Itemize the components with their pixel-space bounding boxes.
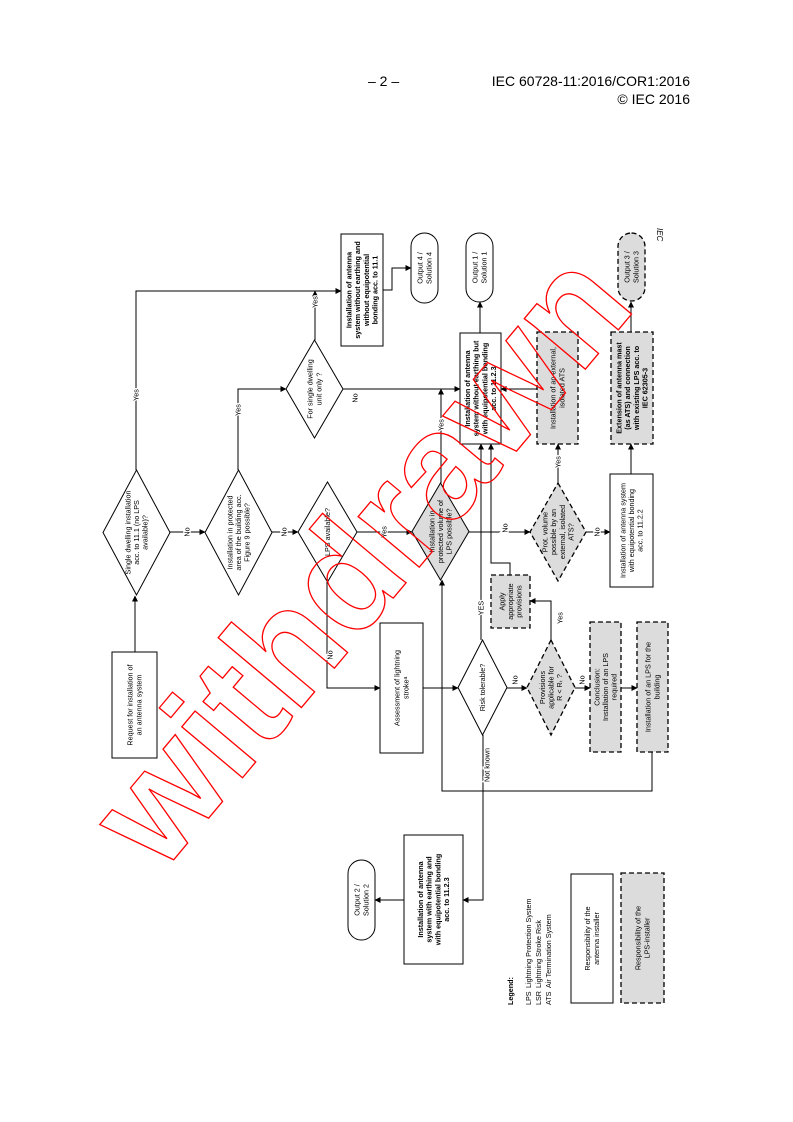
edge-label-yes: Yes bbox=[132, 389, 141, 401]
node-d-risk: Risk tolerable? bbox=[457, 638, 508, 737]
node-conclusion: Conclusion:Installation of an LPSrequire… bbox=[589, 621, 622, 753]
node-d-prot-volume: Installation inprotected volume ofLPS po… bbox=[411, 482, 470, 581]
node-d-provisions: Provisionsapplicable forR < Rₜ ? bbox=[526, 638, 576, 737]
node-d-single-unit: For single dwellingunit only ? bbox=[285, 339, 344, 439]
node-label: Installation of antennasystem without ea… bbox=[345, 241, 380, 338]
node-legend-white: Responsibility of theantenna installer bbox=[570, 873, 614, 1004]
node-d-single: Single dwelling installationacc. to 11.1… bbox=[102, 468, 171, 597]
node-label: Installation in protectedarea of the bui… bbox=[225, 494, 251, 570]
node-label: Installation of antenna systemwith equip… bbox=[618, 483, 644, 578]
connectors bbox=[132, 265, 653, 903]
node-label: Single dwelling installationacc. to 11.1… bbox=[123, 491, 149, 575]
node-label: Extension of antenna mast(as ATS) and co… bbox=[615, 342, 650, 434]
node-ats: Installation of an external,isolated ATS bbox=[536, 331, 579, 445]
legend: Legend: LPS Lightning Protection SystemLSR… bbox=[506, 898, 553, 1005]
edge-label-no: No bbox=[183, 527, 192, 536]
node-d-ext-ats: Prot. volumepossible by anexternal, isol… bbox=[529, 481, 587, 583]
node-label: Output 1 /Solution 1 bbox=[471, 252, 489, 284]
edge-label-no: No bbox=[511, 675, 520, 684]
node-out3: Output 3 /Solution 3 bbox=[617, 232, 646, 302]
edge-label-no: No bbox=[501, 523, 510, 532]
connector-arrow bbox=[383, 265, 412, 291]
edge-label-yes: Yes bbox=[311, 296, 320, 308]
node-label: Assessment of lightningstrokeᵃ bbox=[393, 650, 411, 726]
node-out2: Output 2 /Solution 2 bbox=[347, 859, 376, 941]
iec-credit: IEC bbox=[655, 228, 664, 242]
edge-label-no: No bbox=[593, 527, 602, 536]
connector-arrow bbox=[237, 386, 287, 470]
node-label: Installation of antennasystem with earth… bbox=[416, 854, 451, 946]
edge-label-yes: Yes bbox=[234, 404, 243, 416]
edge-label-no: No bbox=[578, 675, 587, 684]
node-d-lps: LPS available? bbox=[297, 481, 358, 583]
node-label: Prot. volumepossible by anexternal, isol… bbox=[541, 505, 576, 559]
edge-label-yes-caps: YES bbox=[477, 601, 486, 616]
standard-identifier: IEC 60728-11:2016/COR1:2016 bbox=[491, 73, 690, 89]
node-label: Output 3 /Solution 3 bbox=[623, 251, 641, 283]
connector-arrow bbox=[529, 598, 552, 640]
connector-arrow bbox=[135, 288, 342, 470]
node-label: Responsibility of theLPS-installer bbox=[634, 906, 652, 970]
flowchart-nodes: Request for installation ofan antenna sy… bbox=[102, 232, 669, 1004]
node-label: Provisionsapplicable forR < Rₜ ? bbox=[538, 666, 564, 709]
node-request: Request for installation ofan antenna sy… bbox=[111, 651, 158, 759]
legend-abbr: ATS bbox=[544, 991, 553, 1005]
connector-arrow bbox=[439, 579, 653, 792]
legend-text: Lightning Protection System bbox=[524, 898, 533, 988]
edge-label-yes: Yes bbox=[437, 419, 446, 431]
node-d-protected-area: Installation in protectedarea of the bui… bbox=[204, 468, 273, 597]
node-label: For single dwellingunit only ? bbox=[306, 359, 324, 419]
node-label: Responsibility of theantenna installer bbox=[583, 906, 601, 970]
legend-abbr: LPS bbox=[524, 991, 533, 1005]
node-label: Output 4 /Solution 4 bbox=[416, 252, 434, 284]
node-out4: Output 4 /Solution 4 bbox=[410, 232, 439, 304]
edge-label-yes: Yes bbox=[380, 526, 389, 538]
node-label: Conclusion:Installation of an LPSrequire… bbox=[592, 653, 618, 721]
legend-abbr: LSR bbox=[534, 991, 543, 1005]
node-label: Risk tolerable? bbox=[478, 664, 487, 712]
edge-label-no: No bbox=[280, 527, 289, 536]
node-label: Installation inprotected volume ofLPS po… bbox=[427, 500, 453, 563]
node-label: Installation of antennasystem without ea… bbox=[463, 340, 498, 436]
edge-label-not-known: Not known bbox=[483, 748, 492, 782]
connector-arrow bbox=[488, 443, 511, 575]
connector-arrow bbox=[326, 582, 381, 691]
legend-title: Legend: bbox=[506, 977, 515, 1005]
node-assessment: Assessment of lightningstrokeᵃ bbox=[379, 622, 424, 754]
legend-text: Air Termination System bbox=[544, 914, 553, 988]
node-lps-building: Installation of an LPS for thebuilding bbox=[636, 621, 669, 753]
edge-label-yes: Yes bbox=[556, 612, 565, 624]
node-box-earthing: Installation of antennasystem with earth… bbox=[403, 834, 464, 965]
node-out1: Output 1 /Solution 1 bbox=[465, 232, 494, 303]
node-label: Applyappropriateprovisions bbox=[497, 583, 523, 619]
node-legend-gray: Responsibility of theLPS-installer bbox=[620, 872, 665, 1004]
node-box-11-1: Installation of antennasystem without ea… bbox=[340, 233, 384, 347]
page-number: – 2 – bbox=[368, 73, 400, 89]
node-label: Installation of an external,isolated ATS bbox=[549, 347, 567, 429]
edge-label-yes: Yes bbox=[554, 456, 563, 468]
edge-label-no: No bbox=[326, 650, 335, 659]
node-extension: Extension of antenna mast(as ATS) and co… bbox=[610, 331, 654, 445]
legend-text: Lightning Stroke Risk bbox=[534, 920, 543, 988]
node-label: Installation of an LPS for thebuilding bbox=[644, 642, 662, 732]
connector-arrow bbox=[462, 735, 484, 903]
node-box-11-2-3: Installation of antennasystem without ea… bbox=[459, 332, 502, 445]
edge-label-no: No bbox=[351, 393, 360, 402]
node-label: LPS available? bbox=[323, 508, 332, 556]
copyright: © IEC 2016 bbox=[617, 91, 690, 107]
node-label: Output 2 /Solution 2 bbox=[353, 884, 371, 916]
node-apply: Applyappropriateprovisions bbox=[490, 574, 531, 629]
node-box-11-2-2: Installation of antenna systemwith equip… bbox=[609, 473, 654, 588]
node-label: Request for installation ofan antenna sy… bbox=[126, 664, 144, 745]
